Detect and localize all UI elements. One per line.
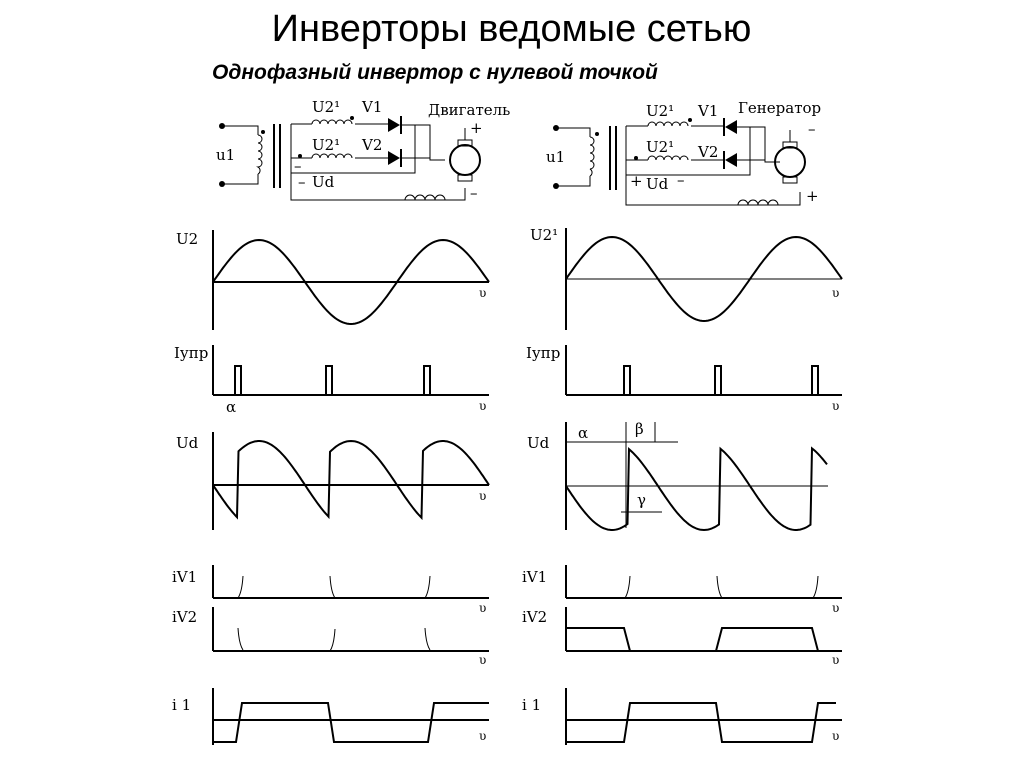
svg-text:υ: υ: [479, 399, 486, 413]
svg-text:υ: υ: [832, 729, 839, 743]
slide-title: Инверторы ведомые сетью: [271, 8, 752, 50]
slide-subtitle: Однофазный инвертор с нулевой точкой: [212, 61, 658, 84]
svg-text:υ: υ: [832, 399, 839, 413]
u2-axis-label: U2¹: [530, 226, 558, 244]
i1-axis-label: i 1: [172, 696, 191, 714]
winding-u2b: [311, 153, 353, 159]
choke-icon: [404, 194, 446, 201]
ud-wave-b: [565, 446, 828, 532]
iv1-axis-label: iV1: [522, 568, 547, 586]
svg-text:υ: υ: [479, 286, 486, 300]
ud-bus: [291, 125, 416, 174]
primary-winding: [588, 136, 595, 177]
control-pulse: [714, 365, 722, 395]
ud-wave-a: [212, 439, 490, 521]
control-pulse: [623, 365, 631, 395]
svg-text:+: +: [630, 172, 643, 190]
control-pulse: [325, 365, 333, 395]
svg-text:υ: υ: [479, 653, 486, 667]
v1-label: V1: [697, 102, 718, 120]
ud-label: Ud: [646, 175, 669, 193]
svg-text:υ: υ: [479, 601, 486, 615]
alpha-label: α: [226, 398, 236, 416]
left-circuit: u1 U2¹ V1 U2¹ V2 – – Ud Двигатель + –: [216, 98, 510, 202]
u2b-label: U2¹: [312, 136, 340, 154]
svg-text:υ: υ: [479, 489, 486, 503]
iv2-axis-label: iV2: [522, 608, 547, 626]
ud-axis-label: Ud: [176, 434, 199, 452]
primary-winding: [256, 134, 263, 175]
left-plots: U2 υ Iупр υ α Ud υ iV1 υ iV2 υ: [172, 230, 490, 745]
iv2-wave-b: [566, 627, 819, 652]
svg-text:υ: υ: [832, 653, 839, 667]
u2b-label: U2¹: [646, 138, 674, 156]
alpha-label: α: [578, 424, 588, 442]
right-circuit: u1 U2¹ V1 U2¹ V2 + – Ud Генератор – +: [546, 99, 821, 206]
v1-label: V1: [361, 98, 382, 116]
svg-text:–: –: [294, 157, 302, 175]
u2-wave-b: [565, 235, 843, 323]
gamma-label: γ: [637, 491, 646, 509]
winding-u2a: [311, 119, 353, 125]
winding-u2a: [647, 121, 689, 127]
choke-icon: [737, 199, 779, 206]
secondary-frame: [290, 124, 466, 201]
motor-icon: [449, 144, 481, 176]
control-pulse: [811, 365, 819, 395]
thyristor-v2-icon: [725, 153, 737, 167]
svg-text:υ: υ: [479, 729, 486, 743]
thyristor-v2-icon: [388, 151, 400, 165]
u1-label: u1: [216, 146, 235, 164]
right-plots: U2¹ υ Iупр υ Ud α β γ iV1 υ iV2: [522, 226, 843, 745]
svg-text:υ: υ: [832, 286, 839, 300]
svg-text:–: –: [470, 184, 478, 202]
iv2-axis-label: iV2: [172, 608, 197, 626]
svg-text:+: +: [470, 119, 483, 137]
v2-label: V2: [361, 136, 382, 154]
primary-leads: [222, 125, 259, 185]
beta-label: β: [635, 420, 644, 438]
u2-axis-label: U2: [176, 230, 198, 248]
svg-text:–: –: [677, 171, 685, 189]
ud-label: Ud: [312, 173, 335, 191]
svg-text:υ: υ: [832, 601, 839, 615]
u1-label: u1: [546, 148, 565, 166]
winding-u2b: [647, 155, 689, 161]
control-pulse: [234, 365, 242, 395]
u2a-label: U2¹: [312, 98, 340, 116]
v2-label: V2: [697, 143, 718, 161]
thyristor-v1-icon: [388, 118, 400, 132]
iv1-axis-label: iV1: [172, 568, 197, 586]
u2a-label: U2¹: [646, 102, 674, 120]
svg-text:–: –: [298, 173, 306, 191]
i1-wave-b: [566, 702, 836, 743]
control-pulse: [423, 365, 431, 395]
iupr-axis-label: Iупр: [526, 344, 560, 362]
machine-label: Генератор: [738, 99, 821, 117]
u2-wave-a: [212, 238, 490, 326]
machine-label: Двигатель: [428, 101, 510, 119]
svg-text:–: –: [808, 120, 816, 138]
iupr-axis-label: Iупр: [174, 344, 208, 362]
thyristor-v1-icon: [725, 120, 737, 134]
svg-text:+: +: [806, 187, 819, 205]
ud-axis-label: Ud: [527, 434, 550, 452]
i1-wave-a: [213, 702, 489, 743]
i1-axis-label: i 1: [522, 696, 541, 714]
